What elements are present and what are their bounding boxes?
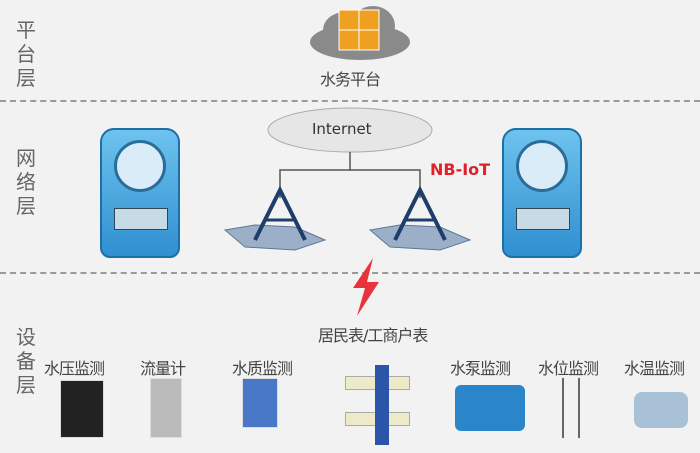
meters-label: 居民表/工商户表 [318, 326, 428, 345]
water-quality-sensor-icon [242, 378, 278, 428]
device-label: 流量计 [140, 359, 186, 378]
divider-network [0, 272, 700, 274]
layer-label-platform: 平台层 [16, 18, 36, 90]
device-label: 水压监测 [44, 359, 105, 378]
temperature-sensor-icon [634, 392, 688, 428]
flow-meter-icon [150, 378, 182, 438]
device-label: 水位监测 [538, 359, 599, 378]
device-label: 水质监测 [232, 359, 293, 378]
base-station-icon [368, 185, 472, 251]
level-sensor-icon [562, 378, 564, 438]
cloud-server-icon [310, 6, 410, 60]
lightning-icon [353, 258, 379, 316]
pipe-meter-body [375, 365, 389, 445]
layer-label-device: 设备层 [16, 325, 36, 397]
nbiot-label: NB-IoT [430, 160, 491, 179]
internet-label: Internet [312, 120, 372, 138]
divider-platform [0, 100, 700, 102]
water-pump-icon [455, 385, 525, 431]
layer-label-network: 网络层 [16, 146, 36, 218]
pressure-gauge-icon [60, 380, 104, 438]
water-meter-icon [100, 128, 180, 258]
base-station-icon [223, 185, 327, 251]
cloud-label: 水务平台 [320, 70, 381, 89]
device-label: 水泵监测 [450, 359, 511, 378]
water-meter-icon [502, 128, 582, 258]
device-label: 水温监测 [624, 359, 685, 378]
network-lines [267, 107, 433, 198]
